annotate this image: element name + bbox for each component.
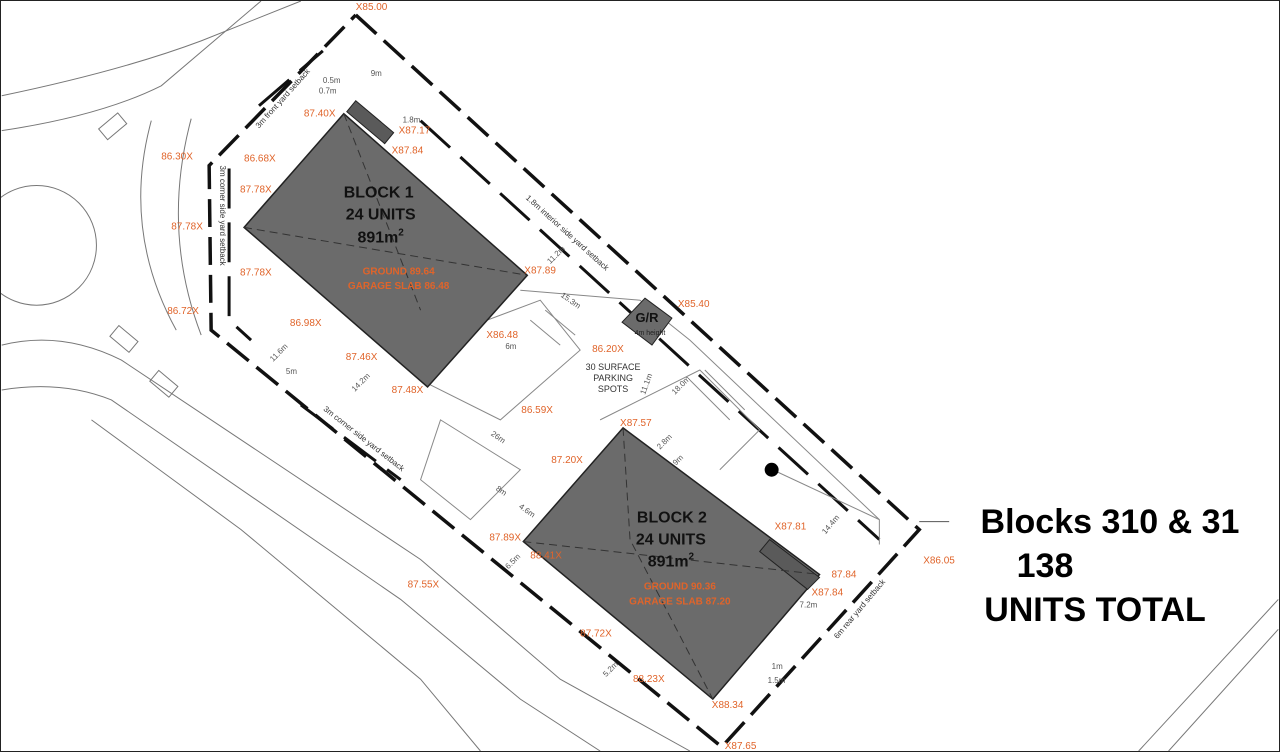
units-summary: Blocks 310 & 31 138 UNITS TOTAL bbox=[940, 500, 1280, 632]
block-2-units: 24 UNITS bbox=[636, 532, 706, 549]
plan-label: 87.72X bbox=[580, 628, 612, 639]
garbage-room-label: G/R bbox=[635, 310, 659, 325]
plan-label: X86.48 bbox=[486, 330, 518, 341]
site-lines bbox=[420, 289, 880, 545]
plan-label: 11.6m bbox=[268, 342, 290, 364]
plan-label: 87.78X bbox=[240, 184, 272, 195]
plan-label: 87.55X bbox=[408, 579, 440, 590]
plan-label: 86.68X bbox=[244, 154, 276, 165]
block-1-name: BLOCK 1 bbox=[344, 184, 414, 201]
plan-label: X85.00 bbox=[356, 2, 388, 13]
plan-label: 0.5m bbox=[323, 76, 341, 85]
plan-label: 26m bbox=[489, 429, 507, 445]
plan-label: 87.84 bbox=[831, 569, 856, 580]
plan-label: 88.41X bbox=[530, 551, 562, 562]
plan-label: 87.48X bbox=[392, 385, 424, 396]
block-1-garage: GARAGE SLAB 86.48 bbox=[348, 281, 450, 292]
plan-label: 30 SURFACE bbox=[586, 362, 641, 372]
block-1-area: 891m2 bbox=[358, 227, 405, 246]
plan-label: X87.84 bbox=[392, 146, 424, 157]
plan-label: 88.23X bbox=[633, 674, 665, 685]
block-2-name: BLOCK 2 bbox=[637, 510, 707, 527]
plan-label: 9m bbox=[371, 69, 382, 78]
garbage-room-note: 4m height bbox=[635, 330, 666, 337]
plan-label: 86.30X bbox=[161, 152, 193, 163]
plan-label: 6m bbox=[505, 342, 516, 351]
plan-label: X87.65 bbox=[725, 741, 757, 752]
plan-label: 3m corner side yard setback bbox=[322, 404, 406, 473]
summary-total: UNITS TOTAL bbox=[984, 591, 1206, 629]
plan-label: 86.72X bbox=[167, 306, 199, 317]
plan-label: 86.98X bbox=[290, 318, 322, 329]
block-1-ground: GROUND 89.64 bbox=[363, 266, 435, 277]
plan-label: 14.4m bbox=[820, 513, 841, 536]
tree-marker bbox=[764, 462, 779, 477]
plan-label: 1.8m interior side yard setback bbox=[524, 193, 611, 272]
plan-label: 87.89X bbox=[489, 533, 521, 544]
plan-label: 87.78X bbox=[171, 221, 203, 232]
plan-label: X87.89 bbox=[524, 265, 556, 276]
plan-label: 18.0m bbox=[670, 374, 692, 396]
garbage-room: G/R 4m height bbox=[621, 297, 673, 346]
plan-label: 5m bbox=[286, 367, 297, 376]
parking-label: 30 SURFACE PARKING SPOTS bbox=[586, 362, 641, 394]
block-2-garage: GARAGE SLAB 87.20 bbox=[629, 596, 731, 607]
plan-label: 86.20X bbox=[592, 344, 624, 355]
plan-label: 4.6m bbox=[517, 502, 537, 520]
plan-label: 0.7m bbox=[319, 87, 337, 96]
plan-label: 87.40X bbox=[304, 109, 336, 120]
block-1-units: 24 UNITS bbox=[346, 206, 416, 223]
plan-label: 15.3m bbox=[559, 290, 583, 310]
plan-label: 2.8m bbox=[655, 432, 674, 451]
plan-label: 3m corner side yard setback bbox=[218, 166, 227, 266]
block-1[interactable]: BLOCK 1 24 UNITS 891m2 GROUND 89.64 GARA… bbox=[242, 100, 529, 389]
plan-label: 11.2m bbox=[545, 244, 567, 266]
plan-label: 86.59X bbox=[521, 405, 553, 416]
plan-label: 1m bbox=[772, 662, 783, 671]
plan-label: X87.84 bbox=[812, 587, 844, 598]
plan-label: X87.17 bbox=[399, 126, 431, 137]
summary-blocks: Blocks 310 & 31 bbox=[980, 503, 1240, 541]
plan-label: 6.5m bbox=[503, 552, 522, 571]
plan-label: X88.34 bbox=[712, 700, 744, 711]
plan-label: X85.40 bbox=[678, 299, 710, 310]
plan-label: 7.2m bbox=[800, 600, 818, 609]
block-2[interactable]: BLOCK 2 24 UNITS 891m2 GROUND 90.36 GARA… bbox=[522, 426, 821, 701]
property-boundary bbox=[207, 13, 922, 750]
plan-label: X87.57 bbox=[620, 418, 652, 429]
plan-label: 1.8m bbox=[403, 116, 421, 125]
plan-label: 11.1m bbox=[638, 372, 654, 396]
plan-label: PARKING bbox=[593, 373, 633, 383]
plan-label: 87.46X bbox=[346, 352, 378, 363]
setback-lines bbox=[227, 49, 881, 541]
block-2-ground: GROUND 90.36 bbox=[644, 581, 716, 592]
block-2-area: 891m2 bbox=[648, 552, 695, 571]
plan-label: 14.2m bbox=[350, 371, 372, 393]
plan-label: 1.5m bbox=[768, 676, 786, 685]
summary-count: 138 bbox=[1016, 547, 1074, 585]
spot-elevations: X85.00 87.40X X87.17 X87.84 86.68X 87.78… bbox=[161, 2, 955, 752]
plan-label: X87.81 bbox=[775, 522, 807, 533]
plan-label: 87.78X bbox=[240, 267, 272, 278]
plan-label: SPOTS bbox=[598, 384, 628, 394]
plan-label: X86.05 bbox=[923, 556, 955, 567]
plan-label: 3m front yard setback bbox=[254, 67, 312, 130]
plan-label: 87.20X bbox=[551, 455, 583, 466]
plan-label: 8m bbox=[494, 484, 509, 498]
